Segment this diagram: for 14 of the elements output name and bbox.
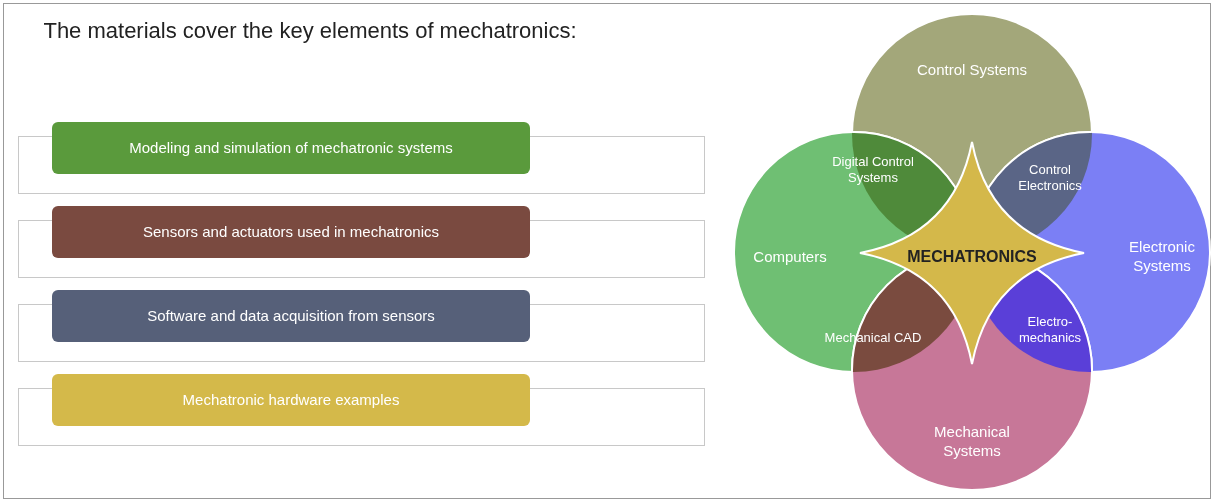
region-label: Mechanical Systems — [933, 423, 1011, 461]
region-label: Control Systems — [917, 60, 1027, 80]
region-label: Digital Control Systems — [831, 153, 915, 187]
region-label: Control Electronics — [1018, 161, 1082, 195]
topic-bar: Software and data acquisition from sensors — [52, 290, 530, 342]
region-label: Electro-mechanics — [1018, 313, 1082, 347]
region-label: MECHATRONICS — [907, 247, 1037, 267]
region-label: Electronic Systems — [1129, 238, 1195, 276]
topic-bar: Modeling and simulation of mechatronic systems — [52, 122, 530, 174]
region-label: Mechanical CAD — [824, 329, 922, 347]
region-label: Computers — [753, 247, 827, 267]
topic-bar: Mechatronic hardware examples — [52, 374, 530, 426]
topic-bar: Sensors and actuators used in mechatronics — [52, 206, 530, 258]
title: The materials cover the key elements of mechatronics: — [42, 18, 578, 45]
